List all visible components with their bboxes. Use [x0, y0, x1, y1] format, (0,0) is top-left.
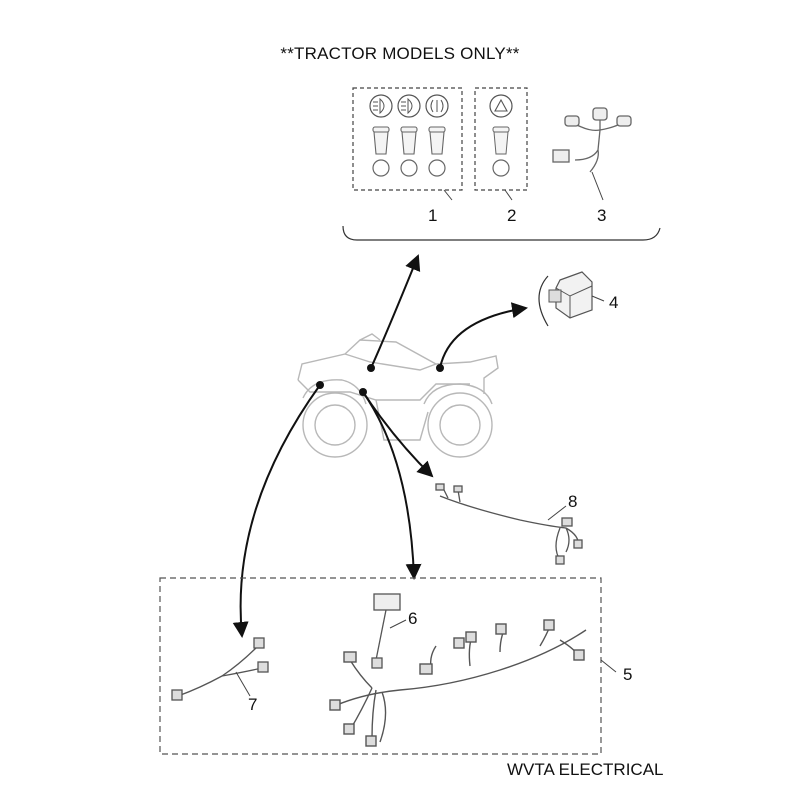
- part-7-sub-harness: [171, 637, 269, 701]
- callout-5: 5: [623, 665, 633, 684]
- callout-8: 8: [568, 492, 578, 511]
- callout-6: 6: [408, 609, 418, 628]
- callout-7: 7: [248, 695, 258, 714]
- arrow-to-tractor-parts: [370, 254, 421, 369]
- callout-1: 1: [428, 206, 438, 225]
- tractor-group-brace: [342, 225, 661, 241]
- part-8-front-harness: [435, 483, 583, 565]
- atv-vehicle-outline: [297, 333, 499, 458]
- part-5-box: [159, 577, 602, 755]
- part-5-main-harness: [329, 619, 587, 747]
- callout-4: 4: [609, 293, 619, 312]
- part-3-bulb-harness: [552, 107, 632, 201]
- part-2-hazard-lamp: [474, 87, 528, 201]
- callout-3: 3: [597, 206, 607, 225]
- arrow-to-sub-harness: [232, 384, 321, 638]
- high-beam-symbol-icon: [397, 94, 421, 118]
- connection-arrows: [232, 254, 528, 638]
- arrow-to-relay: [439, 302, 528, 369]
- part-6-resistor-module: [371, 593, 407, 669]
- callout-2: 2: [507, 206, 517, 225]
- part-4-relay: [538, 271, 605, 327]
- tractor-models-only-note: **TRACTOR MODELS ONLY**: [280, 44, 520, 63]
- diagram-title: WVTA ELECTRICAL: [507, 760, 664, 779]
- fog-light-symbol-icon: [425, 94, 449, 118]
- arrow-to-main-harness: [362, 391, 422, 580]
- headlight-symbol-icon: [369, 94, 393, 118]
- connection-points: [316, 364, 444, 396]
- part-1-indicator-lamps: [352, 87, 463, 201]
